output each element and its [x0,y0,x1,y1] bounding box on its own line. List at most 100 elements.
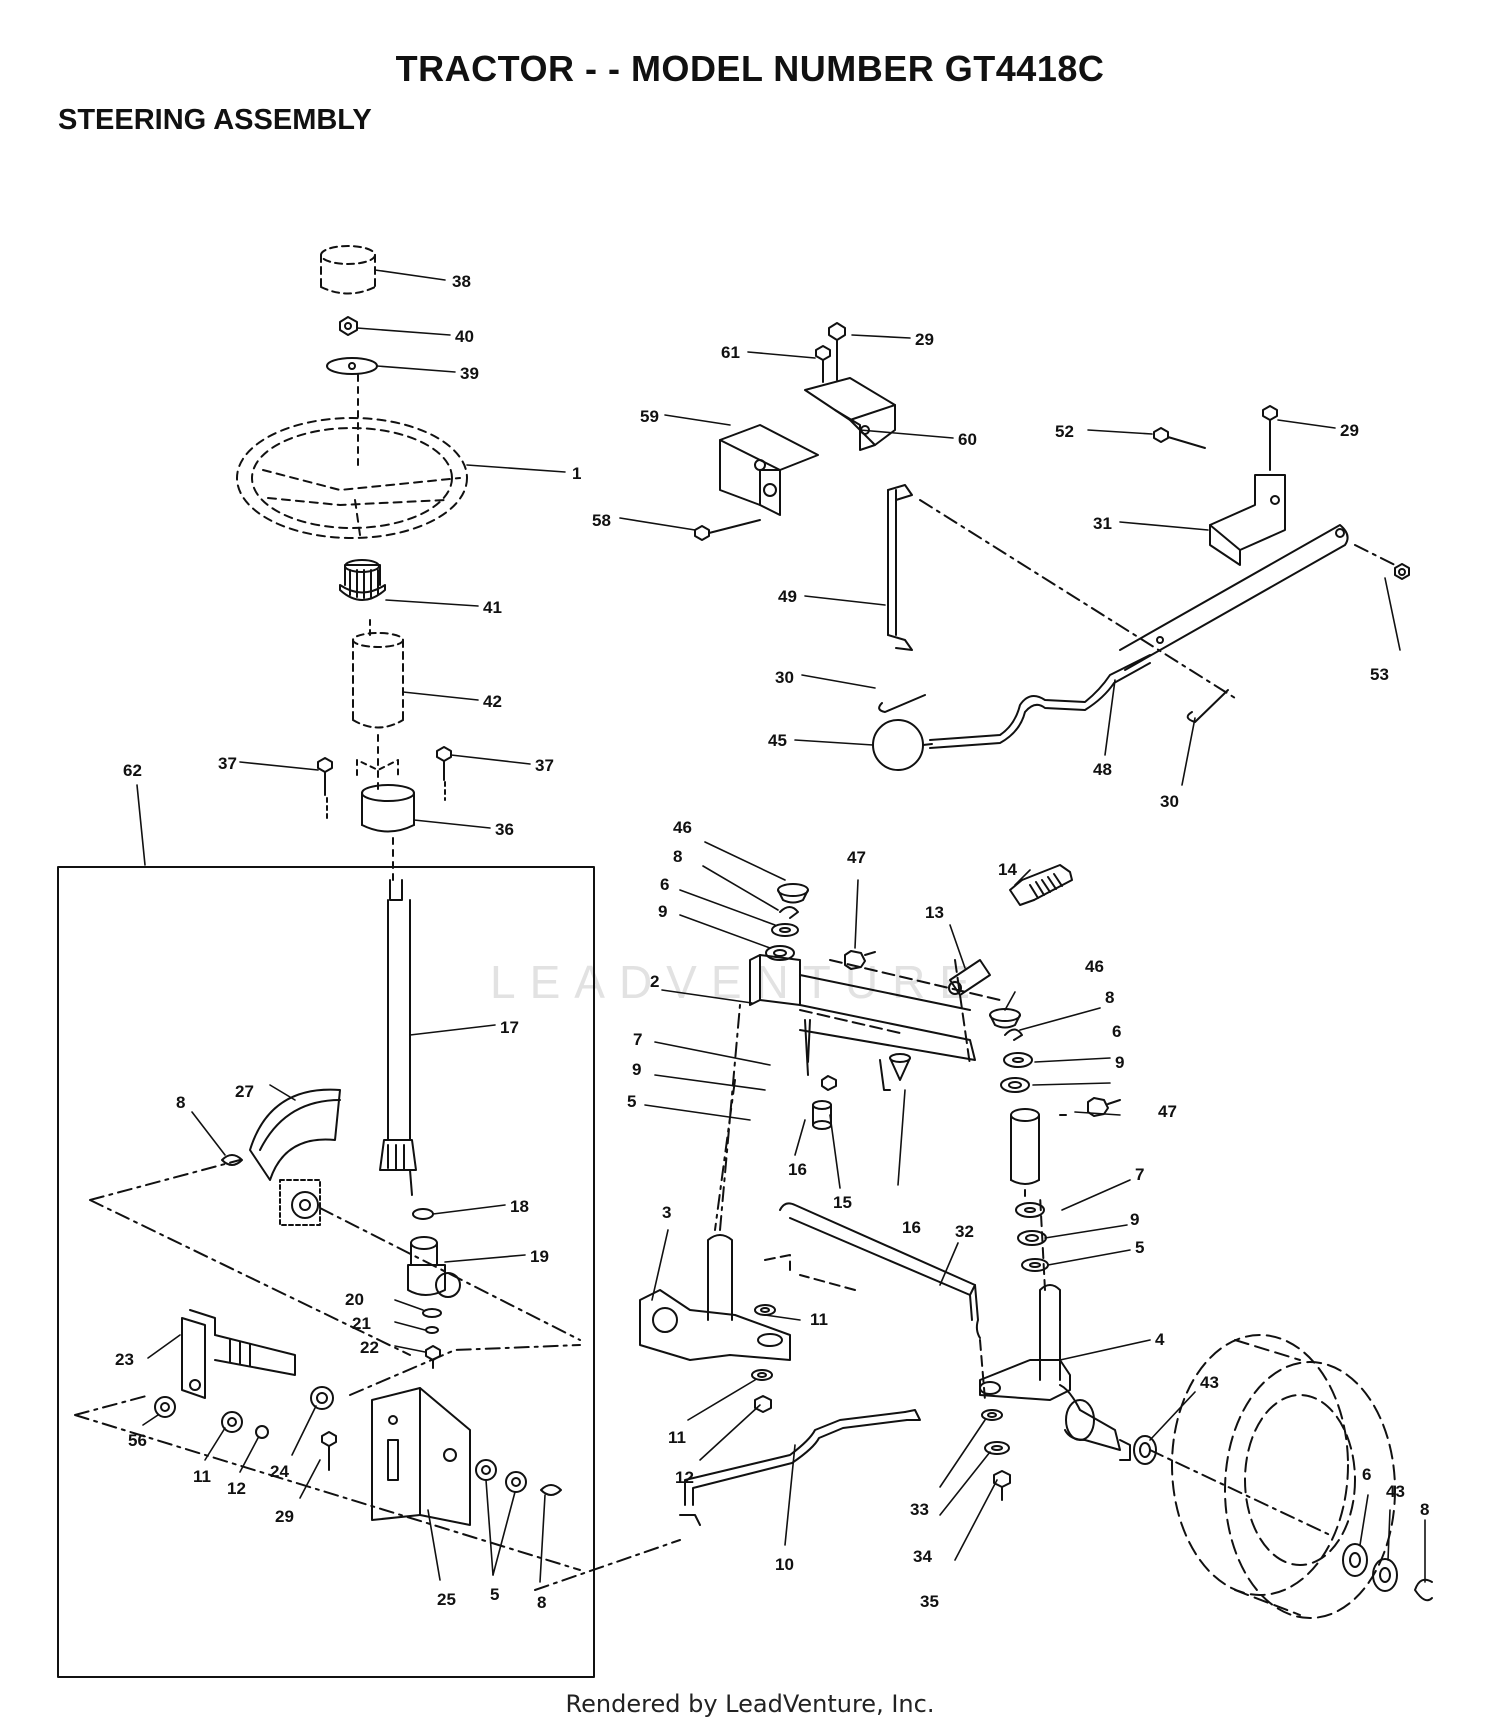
callout-8-a: 8 [176,1093,185,1112]
callout-49: 49 [778,587,797,606]
screw-part [815,345,831,383]
washer-part [1342,1543,1368,1577]
pitman-bracket-part [181,1309,296,1399]
spindle-bushing-part [1010,1108,1040,1185]
callout-33: 33 [910,1500,929,1519]
screw-part [828,322,846,381]
callout-13: 13 [925,903,944,922]
callout-16-a: 16 [788,1160,807,1179]
callout-24: 24 [270,1462,289,1481]
callout-22: 22 [360,1338,379,1357]
cotter-pin-part [878,694,926,713]
cap-part [777,883,809,904]
steering-adapter-part [339,559,386,601]
steering-cap-part [320,245,376,295]
bushing-part [310,1386,334,1410]
callout-17: 17 [500,1018,519,1037]
cap-part [989,1008,1021,1029]
callout-42: 42 [483,692,502,711]
callout-6-b: 6 [1112,1022,1121,1041]
callout-48: 48 [1093,760,1112,779]
callout-37-left: 37 [218,754,237,773]
callout-3: 3 [662,1203,671,1222]
callout-61: 61 [721,343,740,362]
callout-47-b: 47 [1158,1102,1177,1121]
callout-59: 59 [640,407,659,426]
washer-part [255,1425,269,1439]
callout-8-d: 8 [1105,988,1114,1007]
callout-5-a: 5 [490,1585,499,1604]
steering-wheel-part [236,417,468,539]
callout-43-b: 43 [1386,1482,1405,1501]
callout-29-b: 29 [915,330,934,349]
steering-arm-part [1119,524,1349,671]
tie-rod-part [887,484,913,651]
axle-bolt-part [1009,864,1073,906]
callout-34: 34 [913,1547,932,1566]
screw-part [436,746,452,801]
clip-part [1004,1028,1023,1041]
callout-5-b: 5 [627,1092,636,1111]
callout-12-a: 12 [227,1479,246,1498]
callout-52: 52 [1055,422,1074,441]
callout-14: 14 [998,860,1017,879]
callout-43-a: 43 [1200,1373,1219,1392]
callout-23: 23 [115,1350,134,1369]
callout-29-c: 29 [1340,421,1359,440]
steering-nut-part [339,316,358,336]
callout-45: 45 [768,731,787,750]
callout-8-e: 8 [1420,1500,1429,1519]
callout-7-a: 7 [633,1030,642,1049]
angle-bracket-part [1209,474,1286,566]
nut-part [754,1395,772,1413]
front-tire-part [1171,1334,1396,1619]
callout-47-a: 47 [847,848,866,867]
callout-6-a: 6 [660,875,669,894]
callout-5-c: 5 [1135,1238,1144,1257]
callout-12-b: 12 [675,1468,694,1487]
callout-62: 62 [123,761,142,780]
spacer-part [812,1100,832,1130]
callout-60: 60 [958,430,977,449]
washer-part [771,923,799,937]
page-title: TRACTOR - - MODEL NUMBER GT4418C [395,48,1105,89]
steering-sleeve-part [352,632,404,729]
washer-part [1015,1202,1045,1218]
washer-part [765,945,795,961]
callout-9-b: 9 [632,1060,641,1079]
tie-rod-part [679,1409,921,1526]
callout-58: 58 [592,511,611,530]
spindle-part [979,1284,1131,1461]
screw-part [1153,427,1206,449]
washer-part [751,1369,773,1381]
sector-gear-part [249,1088,341,1226]
cotter-pin-part [1186,689,1229,723]
screw-part [694,519,761,541]
callout-8-c: 8 [673,847,682,866]
callout-9-d: 9 [1130,1210,1139,1229]
callout-27: 27 [235,1082,254,1101]
callout-9-c: 9 [1115,1053,1124,1072]
clip-part [221,1154,243,1166]
washer-part [754,1304,776,1316]
washer-part [1372,1558,1398,1592]
washer-part [505,1471,527,1493]
callout-56: 56 [128,1431,147,1450]
callout-35: 35 [920,1592,939,1611]
washer-part [221,1411,243,1433]
callout-40: 40 [455,327,474,346]
callout-2: 2 [650,972,659,991]
nut-part [1394,563,1410,580]
callout-15: 15 [833,1193,852,1212]
callout-10: 10 [775,1555,794,1574]
callout-25: 25 [437,1590,456,1609]
washer-part [422,1308,442,1318]
callout-9-a: 9 [658,902,667,921]
support-bracket-part [719,424,819,516]
washer-part [1133,1435,1157,1465]
callout-7-b: 7 [1135,1165,1144,1184]
callout-30-b: 30 [1160,792,1179,811]
callout-37-right: 37 [535,756,554,775]
callout-21: 21 [352,1314,371,1333]
spindle-part [639,1234,791,1361]
